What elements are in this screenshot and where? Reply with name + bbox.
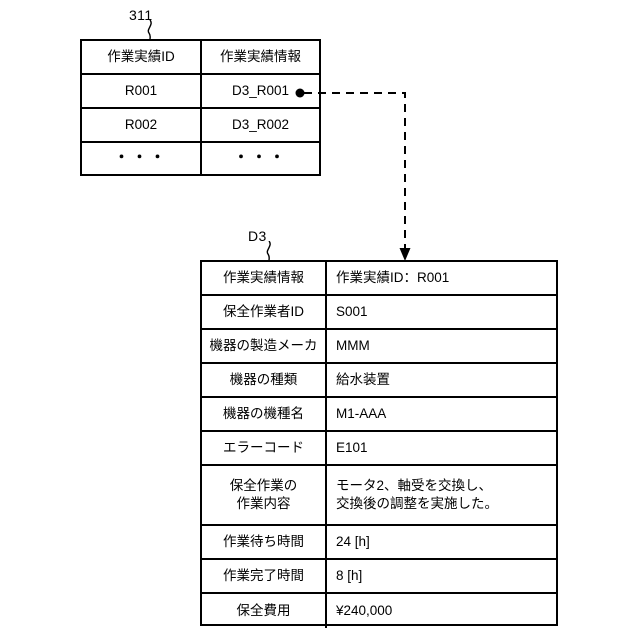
table-row: R002 D3_R002 <box>82 109 319 143</box>
table-row: 作業実績情報 作業実績ID：R001 <box>202 262 556 296</box>
table-311-header-info: 作業実績情報 <box>220 48 301 64</box>
table-d3-value: MMM <box>336 337 370 353</box>
table-d3-value: S001 <box>336 303 368 319</box>
table-row: 機器の機種名 M1-AAA <box>202 398 556 432</box>
table-d3-label: 作業完了時間 <box>202 560 327 592</box>
table-d3-label: 機器の種類 <box>202 364 327 396</box>
table-work-record-index: 作業実績ID 作業実績情報 R001 D3_R001 R002 D3_R002 … <box>80 39 321 176</box>
table-d3-value: 8 [h] <box>336 567 363 583</box>
table-row: 作業完了時間 8 [h] <box>202 560 556 594</box>
table-d3-value: ¥240,000 <box>336 602 393 618</box>
table-d3-value: 作業実績ID：R001 <box>336 269 450 285</box>
table-d3-label: 機器の製造メーカ <box>202 330 327 362</box>
table-311-header-id: 作業実績ID <box>82 41 202 73</box>
table-row: 保全作業者ID S001 <box>202 296 556 330</box>
table-311-cell-info: D3_R002 <box>231 116 290 132</box>
table-row: 保全費用 ¥240,000 <box>202 594 556 628</box>
table-311-cell-id: R002 <box>82 109 202 141</box>
table-d3-label: エラーコード <box>202 432 327 464</box>
table-311-cell-info-ellipsis: ・・・ <box>233 148 288 166</box>
table-d3-value: 24 [h] <box>336 533 370 549</box>
table-row: エラーコード E101 <box>202 432 556 466</box>
table-row: ・・・ ・・・ <box>82 143 319 176</box>
table-311-cell-info: D3_R001 <box>231 82 290 98</box>
table-d3-label: 機器の機種名 <box>202 398 327 430</box>
table-row: 機器の種類 給水装置 <box>202 364 556 398</box>
table-d3-value: 給水装置 <box>336 371 390 387</box>
table-d3-value: モータ2、軸受を交換し、 交換後の調整を実施した。 <box>336 477 498 511</box>
table-d3-label: 保全作業者ID <box>202 296 327 328</box>
table-d3-label: 作業待ち時間 <box>202 526 327 558</box>
ref-label-d3: D3 <box>248 228 267 244</box>
table-d3-label: 保全費用 <box>202 594 327 628</box>
table-311-cell-id: R001 <box>82 75 202 107</box>
table-311-header-row: 作業実績ID 作業実績情報 <box>82 41 319 75</box>
table-d3-value: M1-AAA <box>336 405 387 421</box>
table-311-cell-id-ellipsis: ・・・ <box>82 143 202 176</box>
table-d3-label: 作業実績情報 <box>202 262 327 294</box>
table-row: R001 D3_R001 <box>82 75 319 109</box>
table-d3-value: E101 <box>336 439 368 455</box>
ref-label-311: 311 <box>129 7 153 23</box>
table-d3-label: 保全作業の 作業内容 <box>202 466 327 524</box>
table-work-record-detail: 作業実績情報 作業実績ID：R001 保全作業者ID S001 機器の製造メーカ… <box>200 260 558 628</box>
table-row: 保全作業の 作業内容 モータ2、軸受を交換し、 交換後の調整を実施した。 <box>202 466 556 526</box>
table-row: 機器の製造メーカ MMM <box>202 330 556 364</box>
table-row: 作業待ち時間 24 [h] <box>202 526 556 560</box>
